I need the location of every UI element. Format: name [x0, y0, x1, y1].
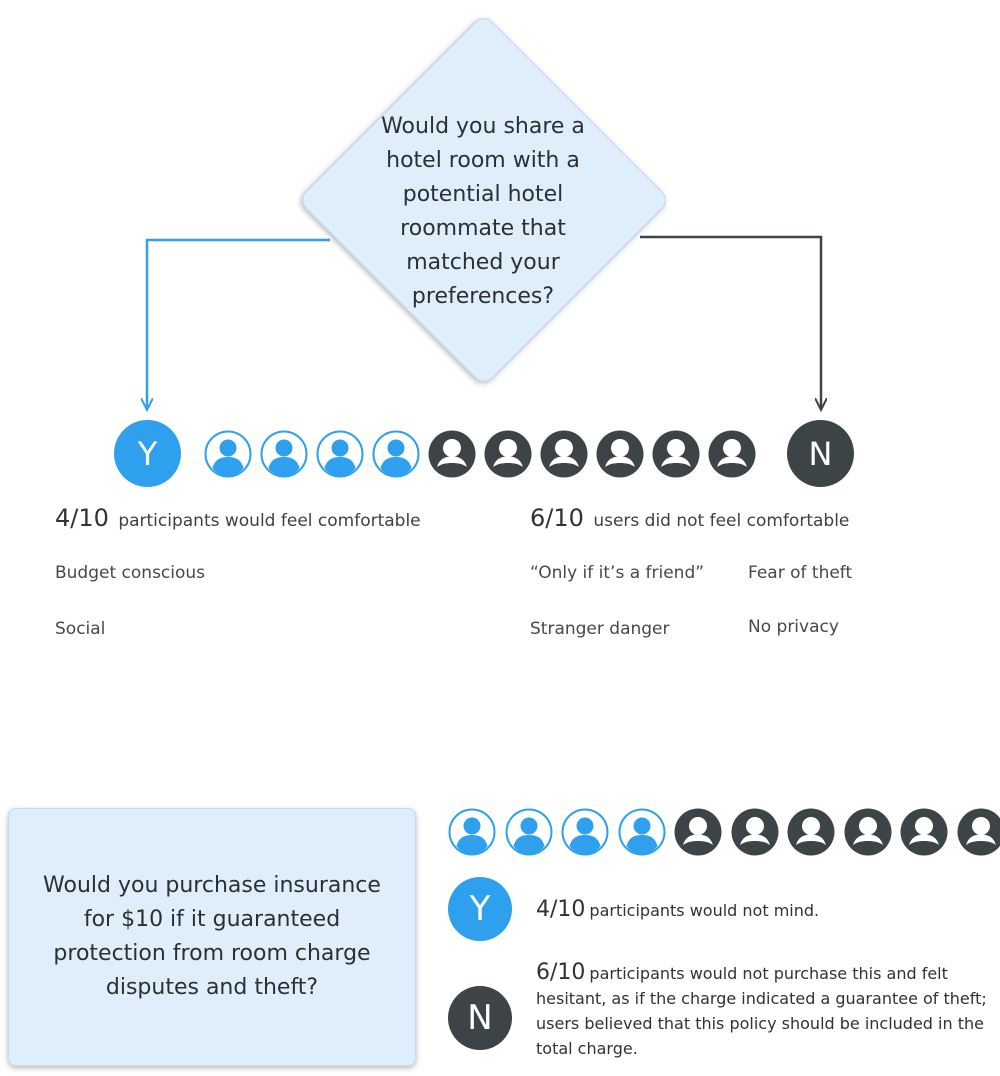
yes-count: 4/10 [55, 504, 109, 532]
no-reason: No privacy [748, 617, 839, 637]
participant-no-icon [957, 808, 1000, 856]
participant-no-icon [484, 430, 532, 478]
q2-no-count: 6/10 [536, 960, 586, 985]
yes-badge-label: Y [137, 434, 158, 473]
no-connector [640, 235, 821, 410]
yes-badge: Y [114, 420, 181, 487]
question-2-text: Would you purchase insurance for $10 if … [43, 873, 381, 1000]
participant-no-icon [708, 430, 756, 478]
participant-yes-icon [316, 430, 364, 478]
question-1-text: Would you share a hotel room with a pote… [381, 114, 585, 309]
question-2-box: Would you purchase insurance for $10 if … [8, 808, 416, 1066]
participant-no-icon [844, 808, 892, 856]
no-badge-label: N [467, 998, 493, 1038]
yes-summary: participants would feel comfortable [118, 511, 421, 531]
participant-no-icon [540, 430, 588, 478]
participant-yes-icon [448, 808, 496, 856]
participant-no-icon [596, 430, 644, 478]
q2-no-text: participants would not purchase this and… [536, 964, 987, 1058]
yes-reason: Budget conscious [55, 563, 206, 583]
no-reason: Stranger danger [530, 619, 670, 639]
no-count: 6/10 [530, 504, 584, 532]
q2-yes-count: 4/10 [536, 897, 586, 922]
participant-yes-icon [618, 808, 666, 856]
participant-no-icon [787, 808, 835, 856]
participant-yes-icon [372, 430, 420, 478]
participant-no-icon [674, 808, 722, 856]
q2-yes-text: participants would not mind. [589, 901, 820, 920]
participant-no-icon [652, 430, 700, 478]
participant-yes-icon [204, 430, 252, 478]
participant-yes-icon [260, 430, 308, 478]
participant-no-icon [731, 808, 779, 856]
no-summary: users did not feel comfortable [593, 511, 850, 531]
participant-yes-icon [561, 808, 609, 856]
yes-stat: 4/10 participants would feel comfortable [55, 504, 421, 532]
yes-badge-label: Y [469, 889, 491, 929]
participant-yes-icon [505, 808, 553, 856]
no-reason: Fear of theft [748, 563, 853, 583]
participant-no-icon [900, 808, 948, 856]
no-badge-label: N [808, 434, 833, 473]
no-stat: 6/10 users did not feel comfortable [530, 504, 849, 532]
yes-reason: Social [55, 619, 106, 639]
no-reason: “Only if it’s a friend” [530, 563, 705, 583]
no-badge: N [787, 420, 854, 487]
yes-badge: Y [448, 877, 512, 941]
no-badge: N [448, 986, 512, 1050]
participant-no-icon [428, 430, 476, 478]
yes-connector [147, 238, 330, 410]
